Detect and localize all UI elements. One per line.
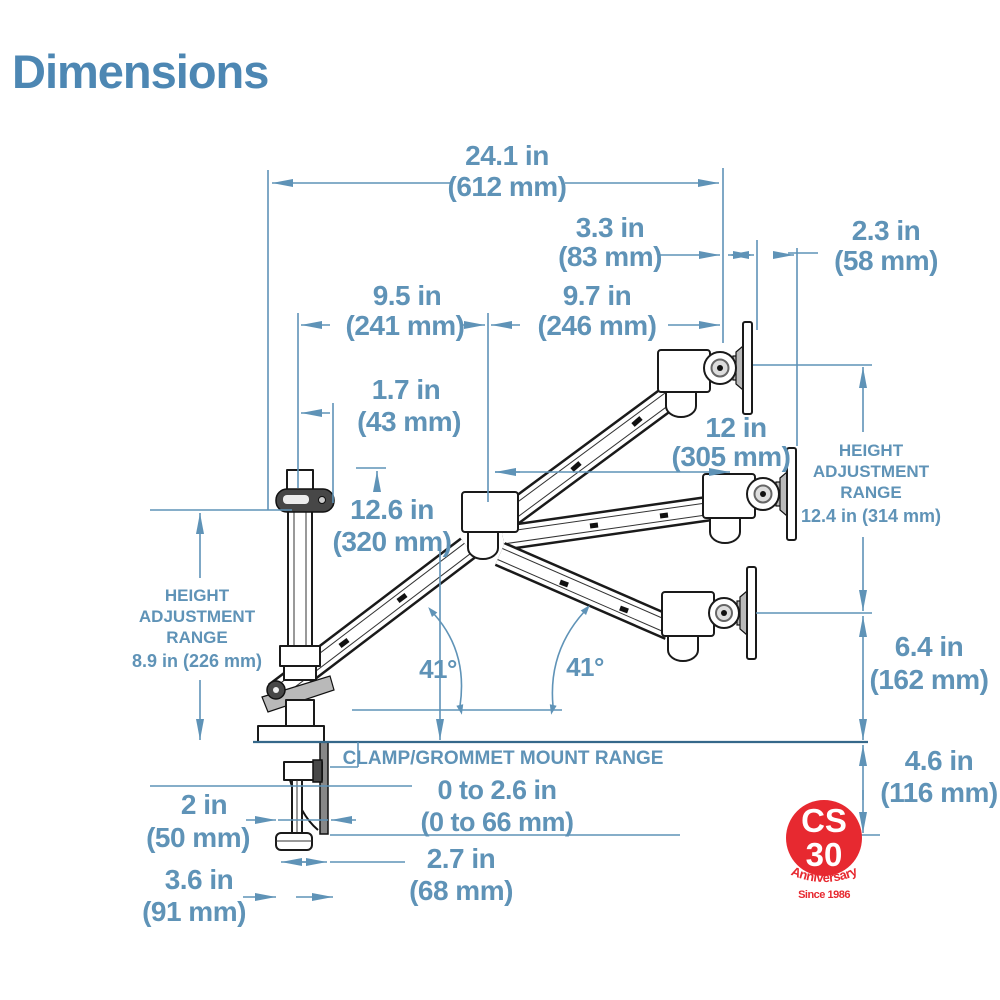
dim-clamp-foot-in: 2.7 in <box>427 843 496 874</box>
badge-line1: CS <box>801 802 847 839</box>
har-right-value: 12.4 in (314 mm) <box>801 506 941 526</box>
clamp-range-value-mm: (0 to 66 mm) <box>420 807 573 837</box>
svg-text:Anniversary: Anniversary <box>789 863 860 885</box>
dim-below-desk-drop-in: 4.6 in <box>905 745 974 776</box>
dim-clamp-depth-in: 3.6 in <box>165 864 234 895</box>
dim-clamp-depth-mm: (91 mm) <box>142 896 246 927</box>
dim-pole-height-in: 12.6 in <box>350 494 434 525</box>
page-title: Dimensions <box>12 45 269 98</box>
har-left-value: 8.9 in (226 mm) <box>132 651 262 671</box>
dim-arm-raise-in: 12 in <box>705 412 766 443</box>
har-right-line1: HEIGHT <box>839 441 904 460</box>
dimension-labels: 24.1 in (612 mm) 3.3 in (83 mm) 2.3 in (… <box>132 140 998 927</box>
dim-lower-arm-reach-mm: (241 mm) <box>346 310 465 341</box>
dim-clamp-opening-in: 2 in <box>181 789 227 820</box>
dim-below-mid-drop-in: 6.4 in <box>895 631 964 662</box>
mount-head-top <box>657 321 753 418</box>
har-left-line3: RANGE <box>166 628 227 647</box>
dim-upper-arm-reach-in: 9.7 in <box>563 280 632 311</box>
dim-wall-offset-mm: (58 mm) <box>834 245 938 276</box>
dim-arm-raise-mm: (305 mm) <box>672 441 791 472</box>
dim-mount-depth-mm: (83 mm) <box>558 241 662 272</box>
badge-circle <box>786 800 862 876</box>
har-right-line3: RANGE <box>840 483 901 502</box>
clamp-grommet-mount-range: CLAMP/GROMMET MOUNT RANGE 0 to 2.6 in (0… <box>343 748 664 837</box>
desk-clamp <box>275 741 329 851</box>
badge-line2: 30 <box>806 836 843 873</box>
dim-mount-depth-in: 3.3 in <box>576 212 645 243</box>
dim-below-mid-drop-mm: (162 mm) <box>870 664 989 695</box>
dim-pole-offset-in: 1.7 in <box>372 374 441 405</box>
dim-clamp-foot-mm: (68 mm) <box>409 875 513 906</box>
dim-upper-arm-reach-mm: (246 mm) <box>538 310 657 341</box>
angle-label-left: 41° <box>419 654 457 684</box>
badge-sub-text: Since 1986 <box>798 889 850 901</box>
har-right-line2: ADJUSTMENT <box>813 462 930 481</box>
pole-riser <box>257 469 335 743</box>
dim-pole-offset-mm: (43 mm) <box>357 406 461 437</box>
mount-head-middle <box>702 447 797 544</box>
height-adjustment-range-left: HEIGHT ADJUSTMENT RANGE 8.9 in (226 mm) <box>132 586 262 671</box>
badge-arc-text: Anniversary <box>789 863 860 885</box>
har-left-line1: HEIGHT <box>165 586 230 605</box>
mount-head-low <box>661 566 757 662</box>
angle-label-right: 41° <box>566 652 604 682</box>
clamp-range-label: CLAMP/GROMMET MOUNT RANGE <box>343 748 664 769</box>
har-left-line2: ADJUSTMENT <box>139 607 256 626</box>
arm-structure <box>253 321 868 851</box>
clamp-range-value-in: 0 to 2.6 in <box>437 775 556 805</box>
center-joint <box>461 491 519 560</box>
upper-arm-low-position <box>494 542 676 640</box>
dim-overall-width-in: 24.1 in <box>465 140 549 171</box>
upper-arm-middle-position <box>501 495 715 551</box>
dim-pole-height-mm: (320 mm) <box>333 526 452 557</box>
dim-overall-width-mm: (612 mm) <box>448 171 567 202</box>
height-adjustment-range-right: HEIGHT ADJUSTMENT RANGE 12.4 in (314 mm) <box>801 441 941 526</box>
dim-below-desk-drop-mm: (116 mm) <box>880 777 997 808</box>
dimension-lines <box>150 168 880 901</box>
dim-lower-arm-reach-in: 9.5 in <box>373 280 442 311</box>
anniversary-badge: CS 30 Anniversary Since 1986 <box>786 800 862 901</box>
dim-wall-offset-in: 2.3 in <box>852 215 921 246</box>
dim-clamp-opening-mm: (50 mm) <box>146 822 250 853</box>
